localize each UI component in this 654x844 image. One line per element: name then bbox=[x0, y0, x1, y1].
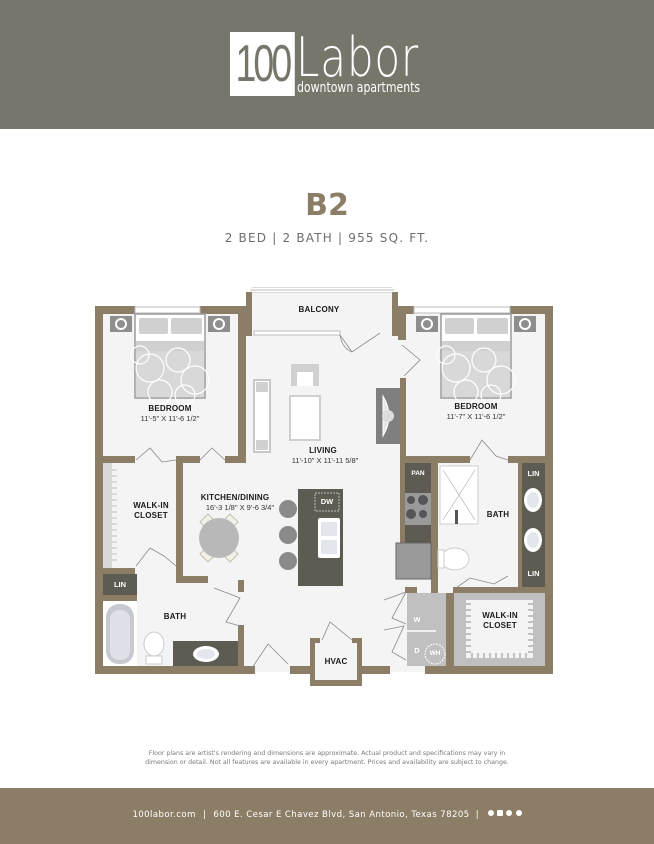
footer-separator: | bbox=[475, 809, 479, 820]
room-label-bedroom-left: BEDROOM bbox=[148, 404, 192, 413]
room-label-balcony: BALCONY bbox=[298, 305, 340, 314]
header-banner: 100 Labor downtown apartments bbox=[0, 0, 654, 129]
room-dimensions-living: 11'-10" X 11'-11 5/8" bbox=[291, 456, 359, 465]
unit-name: B2 bbox=[305, 188, 349, 223]
room-dimensions-bedroom-left: 11'-5" X 11'-6 1/2" bbox=[140, 414, 200, 423]
footer-website-link[interactable]: 100labor.com bbox=[132, 809, 196, 820]
disclaimer: Floor plans are artist's rendering and d… bbox=[100, 749, 554, 767]
room-label-bath-left: BATH bbox=[163, 612, 187, 621]
fixture-water-heater: WH bbox=[429, 650, 441, 657]
room-label-walk-in-closet-right-2: CLOSET bbox=[483, 621, 517, 630]
room-label-bath-right: BATH bbox=[486, 510, 510, 519]
room-label-walk-in-closet-right-1: WALK-IN bbox=[482, 611, 518, 620]
room-dimensions-kitchen-dining: 16'-3 1/8" X 9'-6 3/4" bbox=[205, 503, 275, 512]
logo-number-box: 100 bbox=[230, 32, 295, 96]
footer-contact: 100labor.com | 600 E. Cesar E Chavez Blv… bbox=[0, 809, 654, 820]
logo-tagline: downtown apartments bbox=[297, 80, 421, 96]
fixture-linen-right-top: LIN bbox=[527, 469, 540, 478]
facebook-icon[interactable] bbox=[488, 810, 495, 816]
fixture-washer: W bbox=[413, 615, 421, 624]
fixture-pantry: PAN bbox=[411, 470, 425, 477]
disclaimer-line-1: Floor plans are artist's rendering and d… bbox=[148, 750, 506, 757]
footer-address: 600 E. Cesar E Chavez Blvd, San Antonio,… bbox=[213, 809, 470, 820]
room-label-hvac: HVAC bbox=[324, 657, 348, 666]
social-links bbox=[488, 809, 522, 819]
room-label-living: LIVING bbox=[309, 446, 337, 455]
fixture-dryer: D bbox=[414, 646, 420, 655]
footer-bar: 100labor.com | 600 E. Cesar E Chavez Blv… bbox=[0, 788, 654, 844]
unit-summary: 2 BED | 2 BATH | 955 SQ. FT. bbox=[224, 231, 430, 245]
fixture-dishwasher: DW bbox=[320, 497, 334, 506]
fixture-linen-right-bottom: LIN bbox=[527, 569, 540, 578]
room-label-bedroom-right: BEDROOM bbox=[454, 402, 498, 411]
footer-separator: | bbox=[202, 809, 207, 820]
room-label-kitchen-dining: KITCHEN/DINING bbox=[200, 493, 270, 502]
instagram-icon[interactable] bbox=[497, 810, 504, 816]
disclaimer-line-2: dimension or detail. Not all features ar… bbox=[145, 759, 509, 766]
yelp-icon[interactable] bbox=[515, 810, 522, 816]
room-label-walk-in-closet-left-2: CLOSET bbox=[134, 511, 168, 520]
logo-word: Labor bbox=[296, 26, 420, 89]
room-dimensions-bedroom-right: 11'-7" X 11'-6 1/2" bbox=[446, 412, 506, 421]
tripadvisor-icon[interactable] bbox=[506, 810, 513, 816]
room-label-walk-in-closet-left-1: WALK-IN bbox=[133, 501, 169, 510]
fixture-linen-left: LIN bbox=[113, 580, 127, 589]
